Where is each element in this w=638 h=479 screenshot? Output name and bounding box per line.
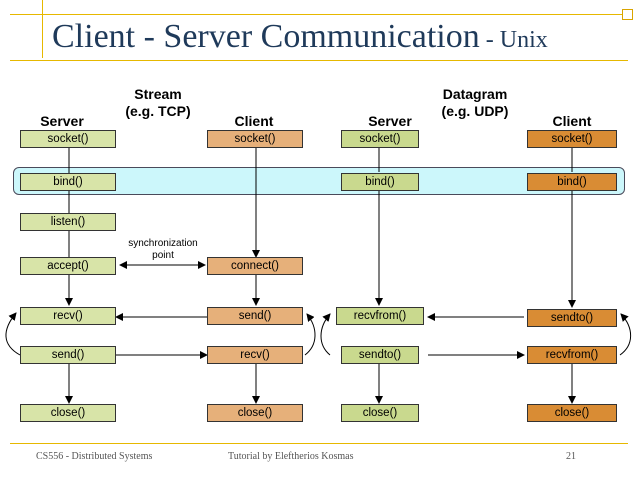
datagram-server-close-box: close() [341, 404, 419, 422]
frame-title-underline [10, 60, 628, 61]
stream-client-close-box: close() [207, 404, 303, 422]
footer-course: CS556 - Distributed Systems [36, 451, 153, 462]
sync-point-label: synchronization point [128, 238, 198, 261]
datagram-client-bind-box: bind() [527, 173, 617, 191]
slide-title-main: Client - Server Communication [52, 18, 480, 55]
datagram-server-loop-arrow [320, 313, 331, 356]
stream-client-recv-box: recv() [207, 346, 303, 364]
stream-heading-title: Stream [134, 86, 182, 102]
frame-left-line [42, 0, 43, 58]
datagram-server-bind-box: bind() [341, 173, 419, 191]
datagram-client-close-box: close() [527, 404, 617, 422]
frame-bottom-line [10, 443, 628, 444]
frame-corner-square [622, 9, 633, 20]
frame-top-line [10, 14, 628, 15]
stream-client-loop-arrow [304, 313, 316, 356]
stream-server-recv-box: recv() [20, 307, 116, 325]
datagram-server-recvfrom-box: recvfrom() [336, 307, 424, 325]
stream-server-socket-box: socket() [20, 130, 116, 148]
datagram-client-socket-box: socket() [527, 130, 617, 148]
datagram-client-label: Client [552, 113, 592, 129]
stream-client-label: Client [234, 113, 274, 129]
datagram-client-loop-arrow [619, 313, 632, 356]
footer-page-number: 21 [566, 451, 576, 462]
datagram-heading: Datagram (e.g. UDP) [425, 86, 525, 120]
datagram-server-socket-box: socket() [341, 130, 419, 148]
stream-server-bind-box: bind() [20, 173, 116, 191]
datagram-server-sendto-box: sendto() [341, 346, 419, 364]
stream-server-send-box: send() [20, 346, 116, 364]
slide-title: Client - Server Communication - Unix [52, 18, 548, 56]
stream-heading: Stream (e.g. TCP) [108, 86, 208, 120]
datagram-client-sendto-box: sendto() [527, 309, 617, 327]
stream-client-connect-box: connect() [207, 257, 303, 275]
stream-server-loop-arrow [5, 312, 21, 356]
footer-author: Tutorial by Eleftherios Kosmas [228, 451, 354, 462]
stream-client-socket-box: socket() [207, 130, 303, 148]
slide-title-suffix: - Unix [479, 27, 548, 53]
stream-heading-subtitle: (e.g. TCP) [125, 103, 191, 119]
stream-server-accept-box: accept() [20, 257, 116, 275]
stream-server-listen-box: listen() [20, 213, 116, 231]
datagram-server-label: Server [368, 113, 412, 129]
stream-server-label: Server [40, 113, 84, 129]
stream-client-send-box: send() [207, 307, 303, 325]
datagram-heading-title: Datagram [442, 86, 508, 102]
datagram-heading-subtitle: (e.g. UDP) [441, 103, 509, 119]
datagram-client-recvfrom-box: recvfrom() [527, 346, 617, 364]
stream-server-close-box: close() [20, 404, 116, 422]
